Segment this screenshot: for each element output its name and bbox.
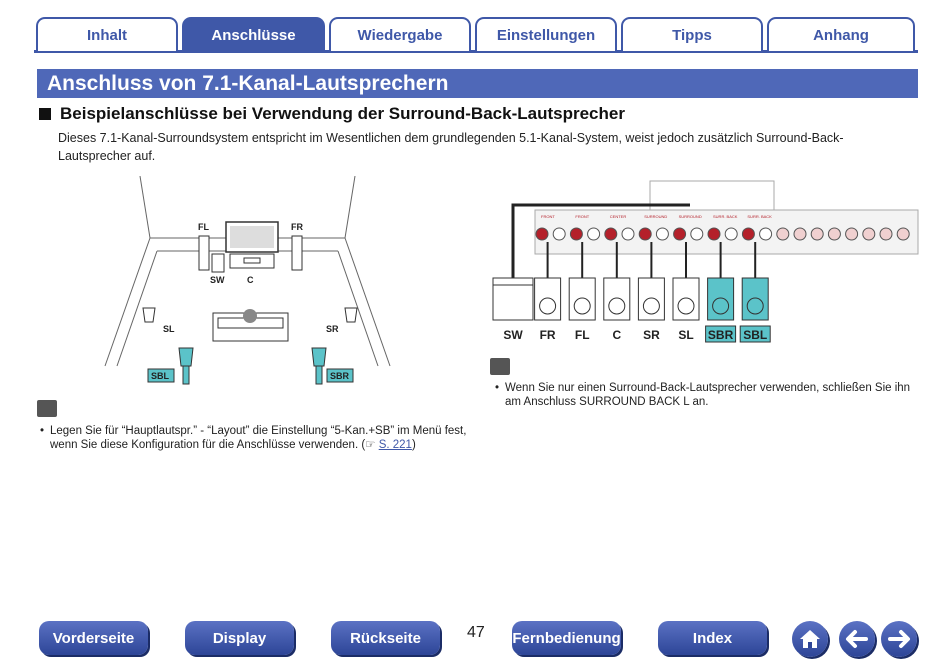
terminal-group-label: CENTER [610, 214, 627, 219]
label-fr: FR [291, 222, 303, 232]
speaker-terminal [776, 227, 790, 241]
speaker-label-sbl: SBL [743, 328, 767, 342]
label-sr: SR [326, 324, 339, 334]
forward-button[interactable] [881, 621, 917, 657]
nav-fernbedienung-button[interactable]: Fernbedienung [512, 621, 621, 655]
home-icon [800, 630, 820, 648]
nav-vorderseite-button[interactable]: Vorderseite [39, 621, 148, 655]
label-sbl: SBL [151, 371, 170, 381]
hand-icon: ☞ [365, 439, 376, 451]
room-layout-diagram: FL FR SW C SL SR SBL SBR [104, 176, 391, 385]
terminal-group-label: SURR. BACK [713, 214, 738, 219]
section-heading-text: Beispielanschlüsse bei Verwendung der Su… [60, 104, 625, 123]
speaker-terminal [655, 227, 669, 241]
note-right-text: Wenn Sie nur einen Surround-Back-Lautspr… [505, 382, 911, 408]
speaker-terminal [638, 227, 652, 241]
label-sw: SW [210, 275, 225, 285]
tab-wiedergabe[interactable]: Wiedergabe [329, 17, 471, 51]
terminal-group-label: FRONT [575, 214, 589, 219]
speaker-label-sbr: SBR [708, 328, 734, 342]
speaker-cone [642, 297, 660, 315]
speaker-terminal [621, 227, 635, 241]
speaker-box-sr [637, 277, 665, 321]
terminal-group-label: FRONT [541, 214, 555, 219]
label-sbr: SBR [330, 371, 350, 381]
speaker-label-highlight [705, 325, 737, 343]
speaker-terminal [724, 227, 738, 241]
speaker-label-sr: SR [643, 328, 660, 342]
tab-anschluesse[interactable]: Anschlüsse [182, 17, 325, 51]
speaker-box-c [603, 277, 631, 321]
connection-diagram: FRONT FRONT CENTER SURROUND SURROUND SURR. BA… [492, 180, 919, 343]
tab-underline [34, 50, 918, 53]
section-heading: Beispielanschlüsse bei Verwendung der Su… [39, 104, 625, 124]
back-button[interactable] [839, 621, 875, 657]
bullet-square [39, 108, 51, 120]
nav-rueckseite-button[interactable]: Rückseite [331, 621, 440, 655]
page-ref-link[interactable]: S. 221 [378, 439, 412, 451]
speaker-terminal [552, 227, 566, 241]
speaker-terminal [690, 227, 704, 241]
tab-inhalt[interactable]: Inhalt [36, 17, 178, 51]
arrow-right-icon [888, 630, 910, 648]
speaker-terminal [604, 227, 618, 241]
home-button[interactable] [792, 621, 828, 657]
speaker-label-fr: FR [540, 328, 556, 342]
speaker-terminal [810, 227, 824, 241]
speaker-box-sl [672, 277, 700, 321]
page-title: Anschluss von 7.1-Kanal-Lautsprechern [37, 69, 918, 98]
terminal-group-label: SURR. BACK [747, 214, 772, 219]
label-c: C [247, 275, 254, 285]
speaker-cone [608, 297, 626, 315]
speaker-terminal [793, 227, 807, 241]
arrow-left-icon [846, 630, 868, 648]
note-pencil-icon [490, 358, 510, 375]
terminal-group-label: SURROUND [644, 214, 667, 219]
speaker-box-sbr [707, 277, 735, 321]
speaker-terminal [673, 227, 687, 241]
speaker-label-sw: SW [503, 328, 523, 342]
nav-index-button[interactable]: Index [658, 621, 767, 655]
speaker-label-fl: FL [575, 328, 590, 342]
note-pencil-icon [37, 400, 57, 417]
speaker-cone [539, 297, 557, 315]
speaker-terminal [741, 227, 755, 241]
speaker-cone [677, 297, 695, 315]
intro-paragraph: Dieses 7.1-Kanal-Surroundsystem entspric… [58, 131, 844, 163]
speaker-terminal [845, 227, 859, 241]
terminal-group-label: SURROUND [679, 214, 702, 219]
page-number: 47 [467, 624, 485, 641]
note-right: • Wenn Sie nur einen Surround-Back-Lauts… [495, 382, 911, 408]
speaker-box-fr [534, 277, 562, 321]
note-left-text: Legen Sie für “Hauptlautspr.” - “Layout”… [50, 425, 467, 451]
label-sl: SL [163, 324, 175, 334]
label-fl: FL [198, 222, 209, 232]
speaker-terminal [862, 227, 876, 241]
speaker-terminal [587, 227, 601, 241]
speaker-terminal [535, 227, 549, 241]
speaker-terminal [879, 227, 893, 241]
speaker-box-sbl [741, 277, 769, 321]
tab-bar: Inhalt Anschlüsse Wiedergabe Einstellung… [0, 0, 950, 55]
nav-display-button[interactable]: Display [185, 621, 294, 655]
speaker-cone [746, 297, 764, 315]
speaker-terminal [759, 227, 773, 241]
speaker-terminal [896, 227, 910, 241]
speaker-label-highlight [739, 325, 771, 343]
speaker-terminal [827, 227, 841, 241]
speaker-cone [712, 297, 730, 315]
speaker-terminal [707, 227, 721, 241]
note-left: • Legen Sie für “Hauptlautspr.” - “Layou… [40, 425, 467, 451]
speaker-label-c: C [612, 328, 621, 342]
tab-einstellungen[interactable]: Einstellungen [475, 17, 617, 51]
speaker-cone [573, 297, 591, 315]
tab-anhang[interactable]: Anhang [767, 17, 915, 51]
speaker-box-fl [568, 277, 596, 321]
tab-tipps[interactable]: Tipps [621, 17, 763, 51]
speaker-label-sl: SL [678, 328, 693, 342]
speaker-terminal [569, 227, 583, 241]
